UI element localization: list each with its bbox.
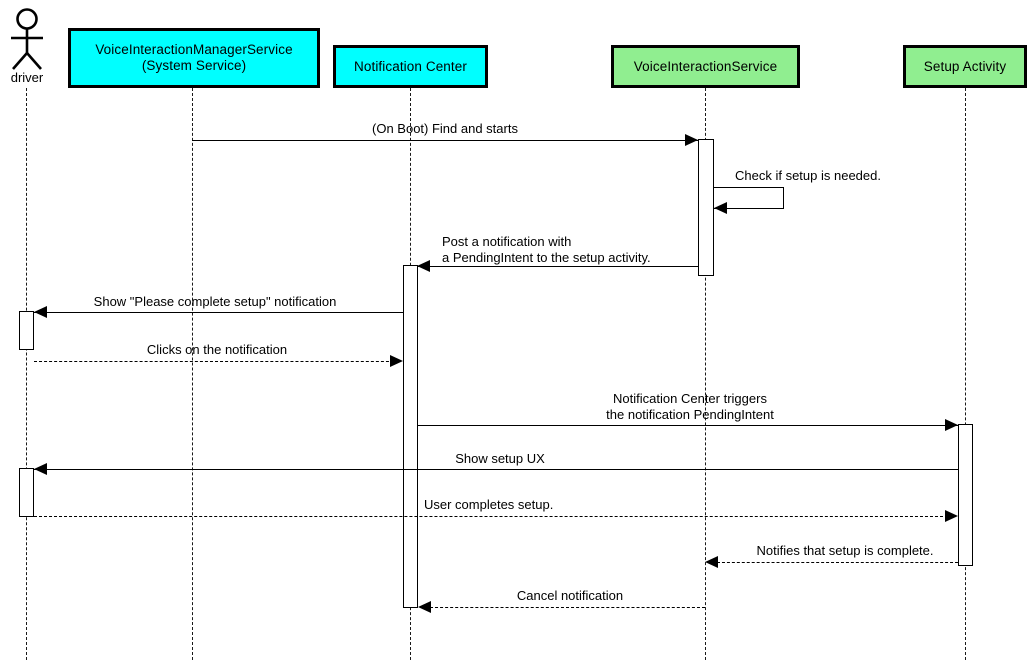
- message-3-label-line1: Post a notification with: [442, 234, 572, 249]
- activation-bar-driver-notification: [19, 311, 34, 350]
- message-6-label-line1: Notification Center triggers: [613, 391, 767, 406]
- participant-setup-activity[interactable]: Setup Activity: [903, 45, 1027, 88]
- message-6-arrowhead: [945, 419, 958, 431]
- message-6-line: [418, 425, 958, 426]
- activation-bar-driver-setup: [19, 468, 34, 517]
- lifeline-driver: [26, 88, 27, 660]
- participant-voiceinteractionservice-label: VoiceInteractionService: [633, 58, 778, 74]
- message-9-line: [717, 562, 958, 563]
- activation-bar-voiceinteractionservice: [698, 139, 714, 276]
- actor-driver-figure: [0, 8, 54, 70]
- message-3-arrowhead: [417, 260, 430, 272]
- message-8-label: User completes setup.: [424, 497, 554, 512]
- message-10-arrowhead: [418, 601, 431, 613]
- message-3-line: [417, 266, 698, 267]
- message-1-label: (On Boot) Find and starts: [372, 121, 518, 136]
- message-4-line: [34, 312, 403, 313]
- message-7-line: [34, 469, 958, 470]
- message-10-line: [430, 607, 705, 608]
- participant-notification-center[interactable]: Notification Center: [333, 45, 488, 88]
- message-2-label: Check if setup is needed.: [735, 168, 881, 183]
- actor-driver-label: driver: [10, 70, 44, 85]
- message-4-label: Show "Please complete setup" notificatio…: [93, 294, 337, 309]
- lifeline-setup-activity: [965, 88, 966, 660]
- activation-bar-notification-center: [403, 265, 418, 608]
- participant-voiceinteractionmanagerservice[interactable]: VoiceInteractionManagerService (System S…: [68, 28, 320, 88]
- message-5-arrowhead: [390, 355, 403, 367]
- message-5-label: Clicks on the notification: [146, 342, 288, 357]
- lifeline-voiceinteractionservice: [705, 88, 706, 660]
- message-9-arrowhead: [705, 556, 718, 568]
- message-1-line: [192, 140, 698, 141]
- message-8-arrowhead: [945, 510, 958, 522]
- message-5-line: [34, 361, 399, 362]
- lifeline-voiceinteractionmanagerservice: [192, 88, 193, 660]
- message-1-arrowhead: [685, 134, 698, 146]
- activation-bar-setup-activity: [958, 424, 973, 566]
- participant-vims-label-line1: VoiceInteractionManagerService: [95, 42, 293, 58]
- message-3-label-line2: a PendingIntent to the setup activity.: [442, 250, 651, 265]
- message-9-label: Notifies that setup is complete.: [756, 543, 934, 558]
- participant-setup-activity-label: Setup Activity: [923, 58, 1007, 74]
- message-7-label: Show setup UX: [455, 451, 545, 466]
- participant-vims-label-line2: (System Service): [141, 58, 247, 73]
- message-7-arrowhead: [34, 463, 47, 475]
- message-2-self-loop: [714, 187, 784, 209]
- participant-notification-center-label: Notification Center: [354, 58, 467, 74]
- message-4-arrowhead: [34, 306, 47, 318]
- participant-voiceinteractionservice[interactable]: VoiceInteractionService: [611, 45, 800, 88]
- message-2-arrowhead: [714, 202, 727, 214]
- message-6-label-line2: the notification PendingIntent: [606, 407, 774, 422]
- message-8-line: [34, 516, 948, 517]
- message-10-label: Cancel notification: [516, 588, 624, 603]
